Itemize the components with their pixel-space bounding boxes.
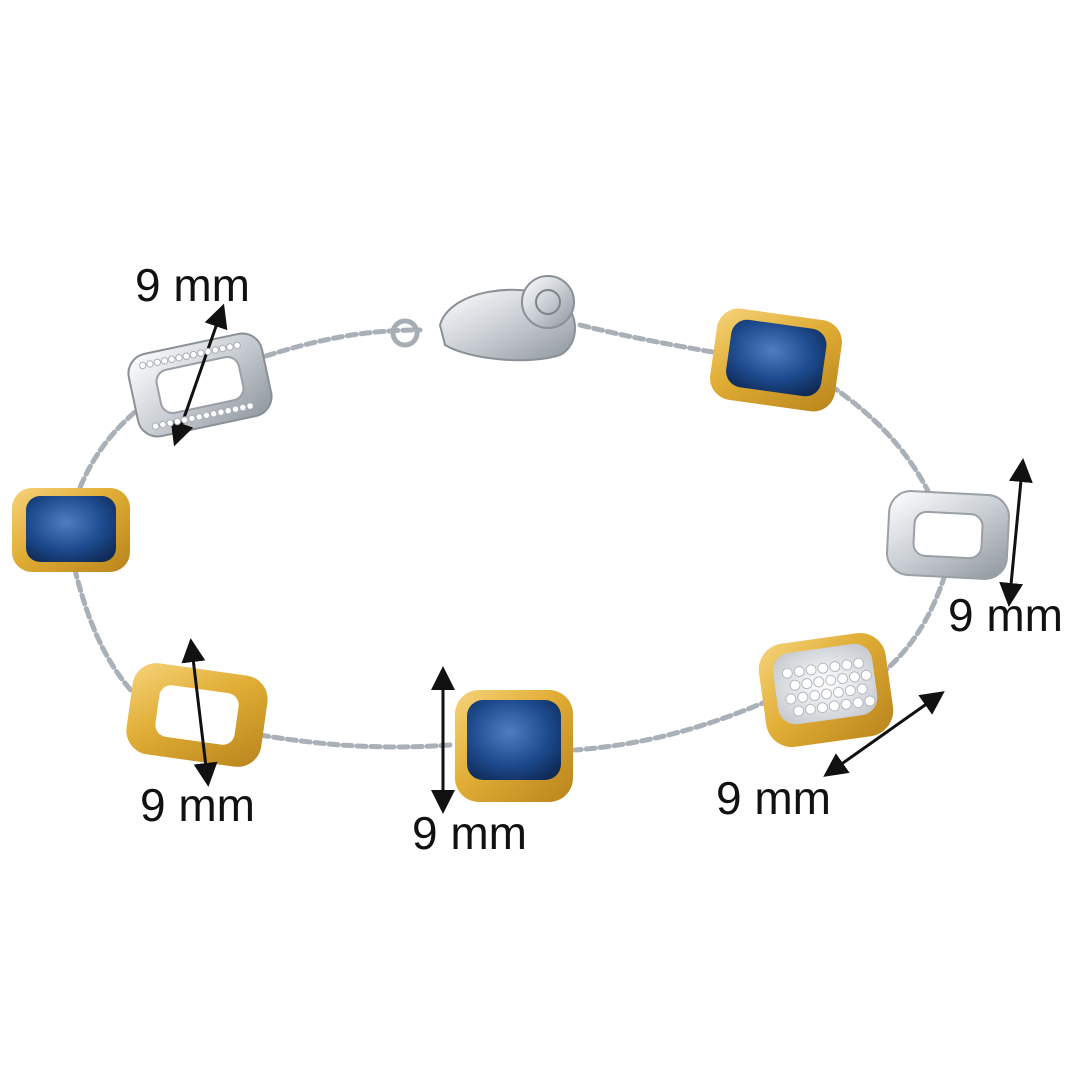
lobster-clasp <box>390 275 576 362</box>
pave-stone <box>848 671 860 683</box>
dimension-arrow-bottom-right <box>823 691 945 777</box>
pave-stone <box>160 357 169 365</box>
dimension-arrow-right <box>999 458 1033 607</box>
pave-stone <box>166 419 174 427</box>
pave-stone <box>211 346 220 354</box>
pave-stone <box>785 693 797 705</box>
pave-stone <box>188 414 196 423</box>
pave-stone <box>809 690 821 702</box>
pave-stone <box>197 349 205 357</box>
pave-stone <box>239 403 247 412</box>
pave-stones <box>781 657 876 717</box>
pave-stone <box>182 352 190 360</box>
pave-stone <box>840 698 852 710</box>
pave-stone <box>781 667 793 679</box>
pave-stone <box>841 659 853 671</box>
pave-stone <box>226 343 234 351</box>
pave-stone <box>828 700 840 712</box>
pave-stone <box>233 341 241 350</box>
pave-stone <box>195 413 203 421</box>
pave-stone <box>825 674 837 686</box>
pave-stone <box>829 661 841 673</box>
pave-stone <box>844 685 856 697</box>
pave-stone <box>797 691 809 703</box>
pave-stone <box>204 347 212 356</box>
pave-stone <box>860 669 872 681</box>
pave-stone <box>173 417 182 426</box>
pave-stone <box>793 666 805 678</box>
pave-open-square-charm <box>127 332 273 438</box>
pave-stone <box>852 697 864 709</box>
pave-stone <box>837 673 849 685</box>
pave-border-stones <box>138 341 254 430</box>
pave-stone <box>856 683 868 695</box>
pave-stone <box>789 679 801 691</box>
pave-stone <box>801 678 813 690</box>
dimension-arrow-bottom-left <box>181 638 218 787</box>
pave-stone <box>224 406 232 415</box>
pave-stone <box>153 358 161 367</box>
blue-stone-bottom-charm <box>455 690 573 802</box>
pave-stone <box>217 408 225 416</box>
pave-stone <box>816 702 828 714</box>
blue-stone-top-right-charm <box>710 308 842 412</box>
pave-stone <box>146 360 154 368</box>
open-silver-square-charm <box>886 490 1010 580</box>
pave-stone <box>175 354 183 362</box>
pave-stone <box>151 422 160 430</box>
pave-stone <box>159 420 167 429</box>
chain <box>72 322 948 753</box>
pave-stone <box>218 344 227 353</box>
pave-stone <box>210 410 218 418</box>
pave-stone <box>821 688 833 700</box>
open-gold-square-charm <box>126 663 268 767</box>
pave-stone <box>805 664 817 676</box>
pave-stone <box>813 676 825 688</box>
pave-stone <box>138 361 147 370</box>
dimension-label-top-left: 9 mm <box>135 259 250 311</box>
pave-stone <box>817 662 829 674</box>
pave-stone <box>853 657 865 669</box>
dimension-label-bottom-right: 9 mm <box>716 772 831 824</box>
pave-stone <box>246 402 254 410</box>
pave-stone <box>864 695 876 707</box>
pave-stone <box>832 686 844 698</box>
pave-stone <box>168 355 176 364</box>
dimension-arrow-top-left <box>170 303 228 447</box>
dimension-label-right: 9 mm <box>948 589 1063 641</box>
pave-stone <box>189 350 198 359</box>
pave-stone <box>180 416 189 424</box>
pave-stone <box>202 411 211 420</box>
dimension-label-bottom-center: 9 mm <box>412 807 527 859</box>
blue-stone-left-charm <box>12 488 130 572</box>
pave-stone <box>793 705 805 717</box>
pave-stone <box>231 405 240 413</box>
pave-stone <box>805 703 817 715</box>
dimension-label-bottom-left: 9 mm <box>140 779 255 831</box>
